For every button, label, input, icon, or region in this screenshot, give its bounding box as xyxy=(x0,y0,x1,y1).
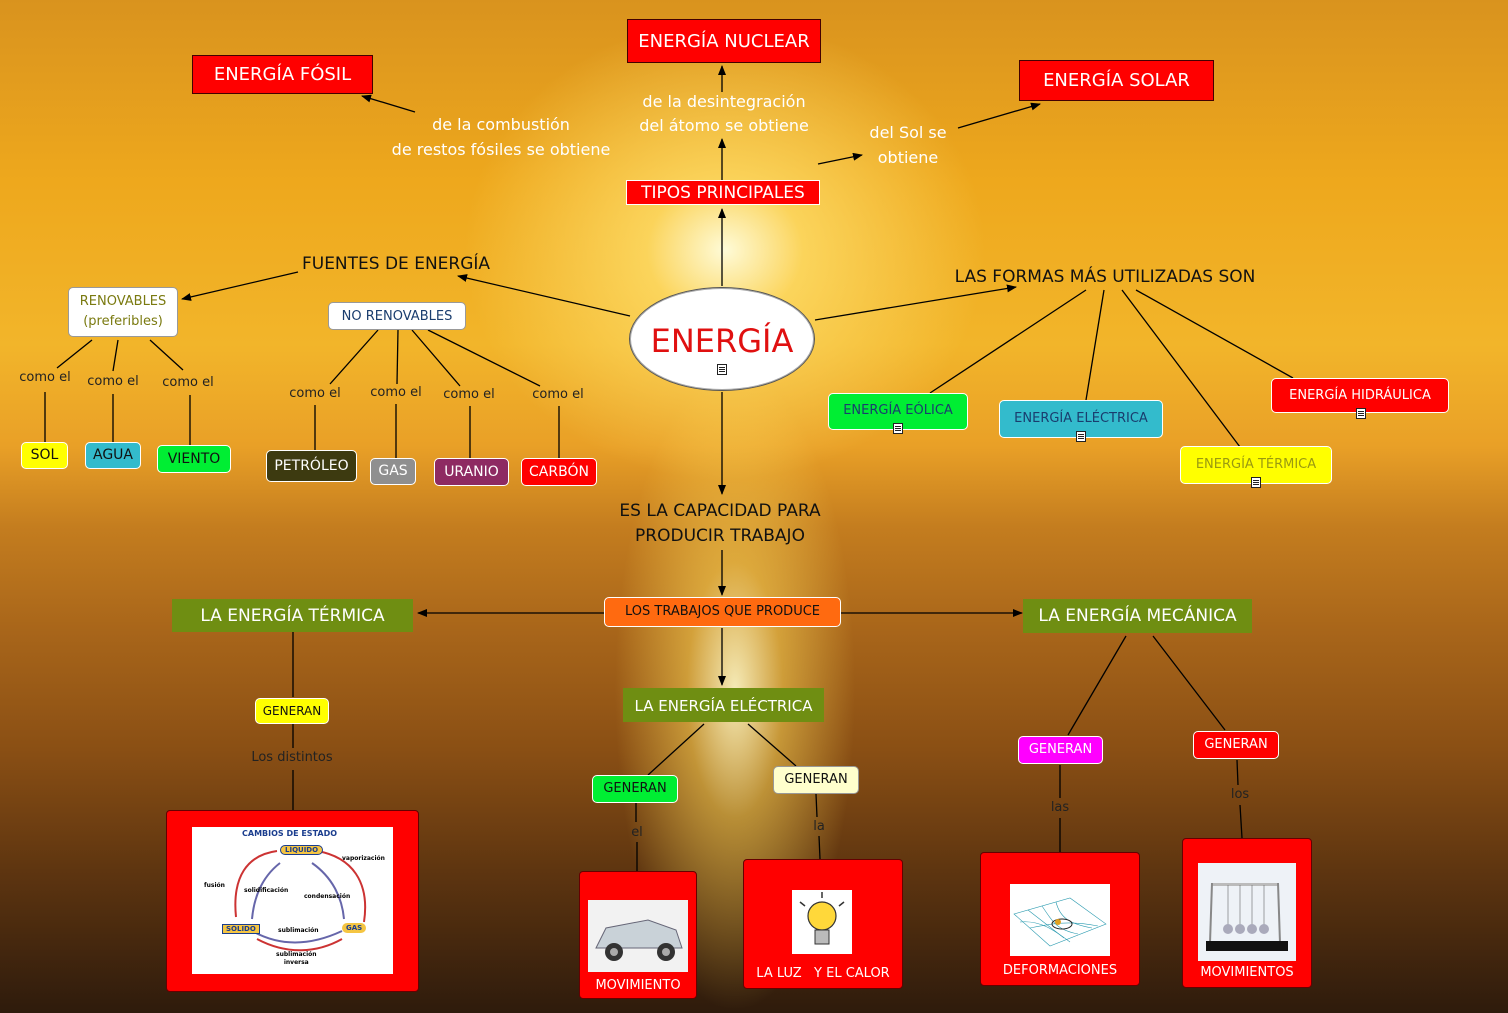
generan-electrica-luz-node[interactable]: GENERAN xyxy=(773,766,859,794)
como-el-label: como el xyxy=(289,386,341,401)
como-el-label: como el xyxy=(532,387,584,402)
preferibles-label: (preferibles) xyxy=(83,314,163,329)
petroleo-node[interactable]: PETRÓLEO xyxy=(266,450,357,482)
center-title: ENERGÍA xyxy=(650,322,794,360)
fosil-desc-line-1: de la combustión xyxy=(432,115,570,134)
fuentes-de-energia-label[interactable]: FUENTES DE ENERGÍA xyxy=(301,254,491,274)
solidificacion-text: solidificación xyxy=(244,887,289,894)
energia-eolica-node[interactable]: ENERGÍA EÓLICA xyxy=(828,393,968,434)
cambios-de-estado-box[interactable]: CAMBIOS DE ESTADO LÍQUIDO SÓLIDO GAS vap… xyxy=(166,810,419,992)
trabajos-node[interactable]: LOS TRABAJOS QUE PRODUCE xyxy=(604,597,841,627)
no-renovables-node[interactable]: NO RENOVABLES xyxy=(328,302,466,330)
uranio-node[interactable]: URANIO xyxy=(434,458,509,486)
formas-label[interactable]: LAS FORMAS MÁS UTILIZADAS SON xyxy=(954,267,1256,287)
deformation-grid-graphic xyxy=(1013,897,1107,947)
lightbulb-image xyxy=(792,890,852,954)
document-icon[interactable] xyxy=(893,423,903,434)
sublimacion-inversa-line-1: sublimación xyxy=(276,951,317,958)
energia-electrica-node[interactable]: ENERGÍA ELÉCTRICA xyxy=(999,400,1163,442)
gas-node[interactable]: GAS xyxy=(370,458,416,485)
lightbulb-icon xyxy=(799,892,845,945)
fusion-text: fusión xyxy=(204,882,225,889)
cambios-de-estado-diagram: CAMBIOS DE ESTADO LÍQUIDO SÓLIDO GAS vap… xyxy=(192,827,393,974)
link-los-distintos: Los distintos xyxy=(251,750,333,765)
agua-node[interactable]: AGUA xyxy=(85,442,141,469)
deformaciones-box[interactable]: DEFORMACIONES xyxy=(980,852,1140,986)
solido-tag: SÓLIDO xyxy=(222,924,260,934)
como-el-label: como el xyxy=(443,387,495,402)
solar-desc-line-2: obtiene xyxy=(877,148,939,167)
luz-calor-label: LA LUZ Y EL CALOR xyxy=(756,966,890,981)
nuclear-desc-line-2: del átomo se obtiene xyxy=(639,116,809,135)
car-illustration xyxy=(595,919,683,961)
renovables-label: RENOVABLES xyxy=(79,294,167,309)
renovables-node[interactable]: RENOVABLES (preferibles) xyxy=(68,287,178,337)
tipos-principales-node[interactable]: TIPOS PRINCIPALES xyxy=(626,180,820,205)
hidraulica-label: ENERGÍA HIDRÁULICA xyxy=(1289,388,1431,403)
vaporizacion-text: vaporización xyxy=(342,855,385,862)
spacetime-grid-image xyxy=(1010,884,1110,956)
state-change-cycle-graphic xyxy=(234,850,367,952)
energia-fosil-node[interactable]: ENERGÍA FÓSIL xyxy=(192,55,373,94)
capacidad-label[interactable]: ES LA CAPACIDAD PARA PRODUCIR TRABAJO xyxy=(598,499,842,549)
sublimacion-inversa-line-2: inversa xyxy=(283,959,309,966)
document-icon[interactable] xyxy=(1076,431,1086,442)
fosil-description: de la combustión de restos fósiles se ob… xyxy=(376,112,626,162)
newtons-cradle-image xyxy=(1198,863,1296,961)
link-el: el xyxy=(631,825,643,840)
link-la: la xyxy=(813,819,825,834)
sol-node[interactable]: SOL xyxy=(21,442,68,469)
como-el-label: como el xyxy=(162,375,214,390)
link-los: los xyxy=(1230,787,1250,802)
energia-mecanica-work-node[interactable]: LA ENERGÍA MECÁNICA xyxy=(1023,599,1252,633)
energia-nuclear-node[interactable]: ENERGÍA NUCLEAR xyxy=(627,19,821,63)
nuclear-desc-line-1: de la desintegración xyxy=(642,92,806,111)
movimiento-label: MOVIMIENTO xyxy=(595,978,681,993)
solar-description: del Sol se obtiene xyxy=(858,120,958,170)
como-el-label: como el xyxy=(370,385,422,400)
energia-solar-node[interactable]: ENERGÍA SOLAR xyxy=(1019,60,1214,101)
energia-hidraulica-node[interactable]: ENERGÍA HIDRÁULICA xyxy=(1271,378,1449,419)
sublimacion-text: sublimación xyxy=(278,927,319,934)
document-icon[interactable] xyxy=(1356,408,1366,419)
center-node-energia[interactable]: ENERGÍA xyxy=(629,287,815,391)
capacidad-line-1: ES LA CAPACIDAD PARA xyxy=(619,501,821,521)
movimientos-label: MOVIMIENTOS xyxy=(1200,965,1294,980)
car-chassis-image xyxy=(588,900,688,972)
como-el-label: como el xyxy=(87,374,139,389)
energia-termica-node[interactable]: ENERGÍA TÉRMICA xyxy=(1180,446,1332,488)
eolica-label: ENERGÍA EÓLICA xyxy=(843,403,953,418)
deformaciones-label: DEFORMACIONES xyxy=(1002,963,1118,978)
generan-electrica-movimiento-node[interactable]: GENERAN xyxy=(592,775,678,803)
viento-node[interactable]: VIENTO xyxy=(157,445,231,473)
carbon-node[interactable]: CARBÓN xyxy=(521,458,597,486)
generan-termica-node[interactable]: GENERAN xyxy=(255,698,329,724)
nuclear-description: de la desintegración del átomo se obtien… xyxy=(624,90,824,138)
fosil-desc-line-2: de restos fósiles se obtiene xyxy=(391,140,611,159)
movimientos-box[interactable]: MOVIMIENTOS xyxy=(1182,838,1312,988)
movimiento-box[interactable]: MOVIMIENTO xyxy=(579,871,697,999)
gas-tag: GAS xyxy=(342,923,367,933)
como-el-label: como el xyxy=(19,370,71,385)
document-icon[interactable] xyxy=(1251,477,1261,488)
capacidad-line-2: PRODUCIR TRABAJO xyxy=(635,526,805,546)
energia-electrica-work-node[interactable]: LA ENERGÍA ELÉCTRICA xyxy=(623,688,824,722)
electrica-label: ENERGÍA ELÉCTRICA xyxy=(1014,411,1148,426)
generan-mecanica-movimientos-node[interactable]: GENERAN xyxy=(1193,731,1279,759)
energia-termica-work-node[interactable]: LA ENERGÍA TÉRMICA xyxy=(172,599,413,632)
generan-mecanica-deformaciones-node[interactable]: GENERAN xyxy=(1018,736,1103,764)
solar-desc-line-1: del Sol se xyxy=(869,123,947,142)
condensacion-text: condensación xyxy=(304,893,351,900)
sublimacion-inversa-text: sublimación inversa xyxy=(276,951,317,967)
link-las: las xyxy=(1050,800,1070,815)
termica-label: ENERGÍA TÉRMICA xyxy=(1195,457,1317,472)
luz-calor-box[interactable]: LA LUZ Y EL CALOR xyxy=(743,859,903,989)
cambios-title: CAMBIOS DE ESTADO xyxy=(242,829,338,838)
newtons-cradle-graphic xyxy=(1206,882,1288,951)
document-icon[interactable] xyxy=(717,364,727,375)
liquido-tag: LÍQUIDO xyxy=(280,845,324,855)
